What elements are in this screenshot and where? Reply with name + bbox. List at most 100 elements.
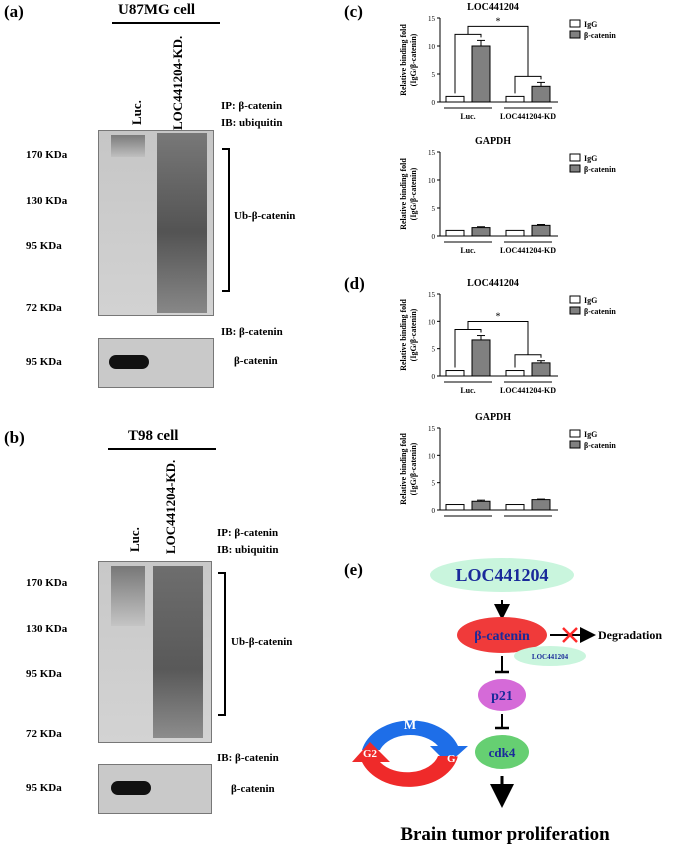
cycle-m: M — [404, 717, 416, 732]
y-tick-label: 0 — [432, 233, 436, 241]
y-axis-label-2: (IgG/β-catenin) — [409, 33, 418, 86]
panel-a-marker-170: 170 KDa — [26, 149, 68, 161]
bar-bcatenin — [531, 499, 551, 511]
panel-a-bcatenin-label: β-catenin — [234, 355, 278, 367]
cdk4-node — [475, 735, 529, 769]
y-tick-label: 15 — [428, 425, 436, 433]
panel-a-marker-95: 95 KDa — [26, 240, 62, 252]
legend-label: β-catenin — [584, 441, 616, 450]
bcatenin-node — [457, 617, 547, 653]
bar-igg — [505, 95, 525, 103]
legend-swatch — [569, 306, 581, 315]
chart-title: GAPDH — [475, 412, 511, 423]
y-tick-label: 5 — [432, 346, 436, 354]
y-tick-label: 10 — [428, 318, 436, 326]
category-label: Luc. — [460, 246, 475, 255]
panel-c-label: (c) — [344, 2, 363, 21]
panel-a-ib-bcatenin: IB: β-catenin — [221, 326, 283, 338]
legend-swatch — [569, 153, 581, 162]
significance-star: * — [496, 16, 501, 27]
legend-label: β-catenin — [584, 307, 616, 316]
legend-swatch — [569, 295, 581, 304]
panel-b-ib-bcatenin: IB: β-catenin — [217, 752, 279, 764]
cycle-m-g1-arc — [362, 720, 468, 764]
p21-node — [478, 679, 526, 711]
cycle-s: S — [406, 784, 413, 799]
panel-b-marker-95: 95 KDa — [26, 668, 62, 680]
legend-swatch — [569, 30, 581, 39]
y-axis-label: Relative binding fold — [399, 299, 408, 371]
category-label: LOC441204-KD — [500, 386, 556, 395]
significance-star: * — [496, 312, 501, 323]
category-label: Luc. — [460, 386, 475, 395]
panel-b-bottom-marker: 95 KDa — [26, 782, 62, 794]
bar-bcatenin — [471, 339, 491, 377]
panel-a-label: (a) — [4, 2, 24, 21]
loc441204-node-label: LOC441204 — [455, 565, 548, 585]
loc441204-small-label: LOC441204 — [532, 653, 569, 661]
panel-b-bcatenin-blot — [98, 764, 212, 814]
y-tick-label: 10 — [428, 452, 436, 460]
cycle-s-g2-arc — [352, 742, 458, 787]
bar-igg — [445, 229, 465, 237]
panel-b-cell-title: T98 cell — [128, 428, 179, 444]
panel-a-ib-ubiquitin: IB: ubiquitin — [221, 117, 283, 129]
bar-bcatenin — [471, 500, 491, 511]
y-tick-label: 15 — [428, 15, 436, 23]
panel-b-bcatenin-label: β-catenin — [231, 783, 275, 795]
y-tick-label: 15 — [428, 291, 436, 299]
y-axis-label: Relative binding fold — [399, 433, 408, 505]
chart-title: LOC441204 — [467, 278, 519, 289]
y-tick-label: 0 — [432, 373, 436, 381]
y-tick-label: 0 — [432, 507, 436, 515]
panel-b-ip-label: IP: β-catenin — [217, 527, 279, 539]
y-axis-label-2: (IgG/β-catenin) — [409, 308, 418, 361]
legend-swatch — [569, 164, 581, 173]
bar-bcatenin — [531, 85, 551, 103]
panel-a-ip-label: IP: β-catenin — [221, 100, 283, 112]
legend-label: IgG — [584, 20, 597, 29]
significance-bracket — [467, 25, 529, 77]
panel-b-title-underline — [108, 448, 216, 450]
legend-swatch — [569, 19, 581, 28]
bar-igg — [505, 504, 525, 511]
category-label: LOC441204-KD — [500, 112, 556, 121]
legend-label: β-catenin — [584, 165, 616, 174]
panel-a-cell-title: U87MG cell — [118, 2, 196, 18]
cycle-g2: G2 — [363, 748, 378, 760]
chart-d-gapdh: GAPDH Relative binding fold(IgG/β-catenin… — [399, 412, 616, 517]
panel-a-bracket — [222, 148, 230, 292]
y-tick-label: 0 — [432, 99, 436, 107]
bcatenin-node-label: β-catenin — [474, 629, 530, 644]
panel-b-marker-130: 130 KDa — [26, 623, 68, 635]
panel-a-bottom-marker: 95 KDa — [26, 356, 62, 368]
panel-b-ib-ubiquitin: IB: ubiquitin — [217, 544, 279, 556]
panel-a-marker-130: 130 KDa — [26, 195, 68, 207]
y-axis-label-2: (IgG/β-catenin) — [409, 167, 418, 220]
legend-swatch — [569, 440, 581, 449]
y-axis-label-2: (IgG/β-catenin) — [409, 442, 418, 495]
panel-a-ub-label: Ub-β-catenin — [234, 210, 296, 222]
category-label: Luc. — [460, 112, 475, 121]
panel-a-lane-kd: LOC441204-KD. — [170, 35, 185, 130]
panel-a-ubiquitin-blot — [98, 130, 214, 316]
degradation-label: Degradation — [598, 628, 662, 642]
significance-bracket — [467, 321, 529, 355]
chart-title: LOC441204 — [467, 2, 519, 13]
panel-b-bracket — [218, 572, 226, 716]
category-label: LOC441204-KD — [500, 246, 556, 255]
y-tick-label: 5 — [432, 71, 436, 79]
bar-igg — [445, 370, 465, 377]
y-tick-label: 5 — [432, 480, 436, 488]
panel-b-marker-72: 72 KDa — [26, 728, 62, 740]
legend-label: IgG — [584, 154, 597, 163]
panel-a-bcatenin-blot — [98, 338, 214, 388]
bar-igg — [505, 370, 525, 377]
legend-label: IgG — [584, 430, 597, 439]
cdk4-node-label: cdk4 — [489, 745, 516, 760]
panel-e-label: (e) — [344, 560, 363, 579]
